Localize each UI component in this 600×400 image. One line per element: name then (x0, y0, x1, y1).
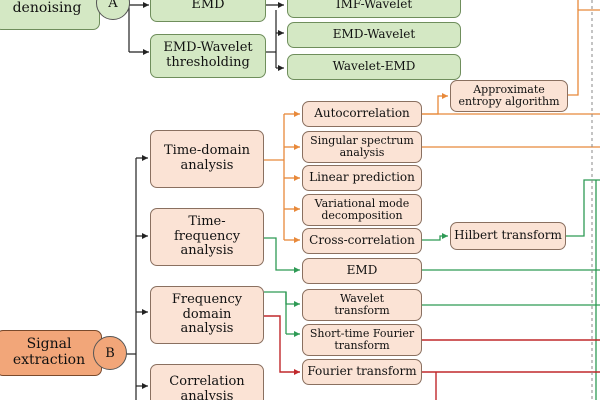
method-emd-wavelet-thresholding: EMD-Wavelet thresholding (150, 34, 266, 78)
method-short-time-fourier-transform: Short-time Fourier transform (302, 324, 422, 356)
frequency-connectors (264, 315, 600, 400)
analysis-frequency-domain: Frequency domain analysis (150, 286, 264, 344)
section-b-badge: B (93, 336, 127, 370)
method-variational-mode-decomposition: Variational mode decomposition (302, 194, 422, 226)
variant-emd-wavelet: EMD-Wavelet (287, 22, 461, 48)
method-fourier-transform: Fourier transform (302, 359, 422, 385)
method-wavelet-transform: Wavelet transform (302, 289, 422, 321)
method-emd-b: EMD (302, 258, 422, 284)
method-hilbert-transform: Hilbert transform (450, 222, 566, 250)
section-a-connectors (128, 0, 284, 71)
section-a-title: denoising (0, 0, 100, 30)
analysis-time-domain: Time-domain analysis (150, 130, 264, 188)
analysis-time-frequency: Time-frequency analysis (150, 208, 264, 266)
method-singular-spectrum-analysis: Singular spectrum analysis (302, 131, 422, 163)
analysis-correlation: Correlation analysis (150, 364, 264, 400)
method-emd: EMD (150, 0, 266, 22)
section-b-connectors (126, 155, 148, 400)
section-b-title: Signal extraction (0, 330, 102, 376)
time-domain-connectors (264, 0, 600, 243)
method-cross-correlation: Cross-correlation (302, 228, 422, 254)
variant-wavelet-emd: Wavelet-EMD (287, 54, 461, 80)
method-autocorrelation: Autocorrelation (302, 101, 422, 127)
method-approximate-entropy: Approximate entropy algorithm (450, 80, 568, 112)
variant-imf-wavelet: IMF-Wavelet (287, 0, 461, 18)
method-linear-prediction: Linear prediction (302, 165, 422, 191)
